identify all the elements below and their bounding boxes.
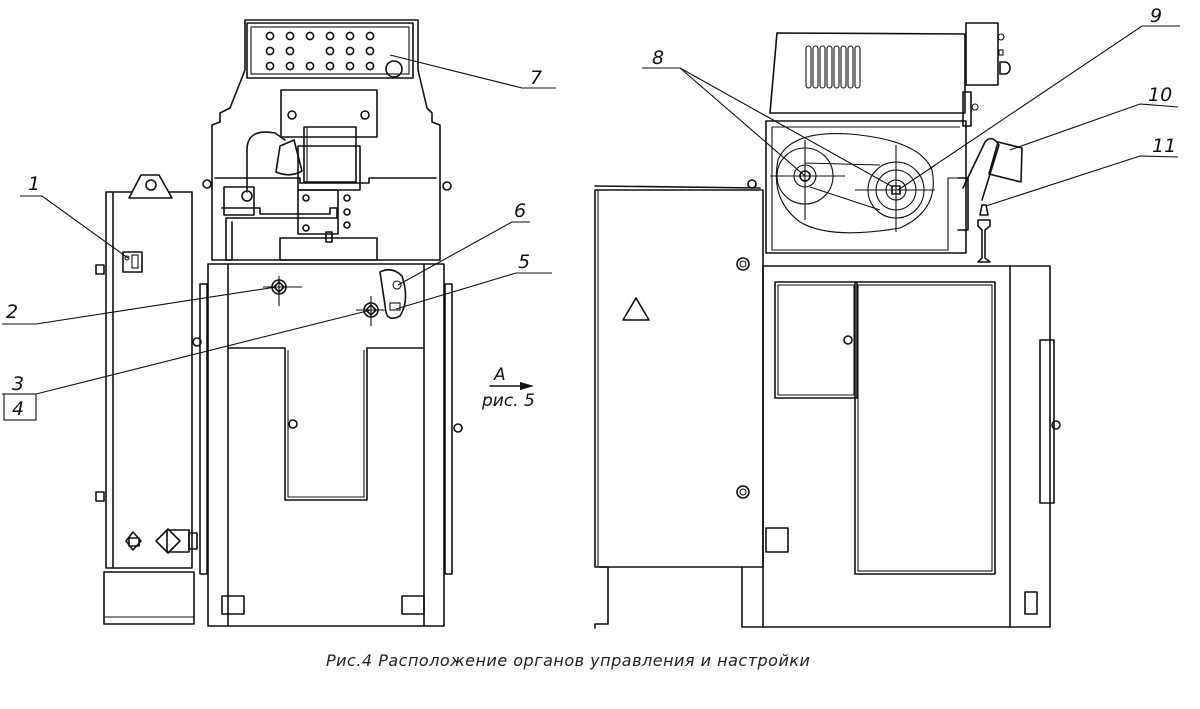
vent-slot [833,45,840,89]
panel-button[interactable] [325,31,335,41]
panel-button[interactable] [365,46,375,56]
panel-button[interactable] [345,46,355,56]
panel-button[interactable] [345,61,355,71]
vent-slot [854,45,861,89]
warning-triangle-icon [622,297,650,321]
callout-2: 2 [6,301,18,323]
handwheel-3-4[interactable] [356,296,385,326]
panel-button[interactable] [265,31,275,41]
panel-button[interactable] [305,61,315,71]
cabinet-lock-upper[interactable] [736,257,750,271]
callout-4: 4 [12,398,24,420]
lifting-eye-icon [145,179,157,191]
panel-button[interactable] [285,31,295,41]
vent-slot [847,45,854,89]
callout-labels: 1 2 3 4 5 6 7 8 9 10 11 А рис. 5 [6,5,1176,420]
fixture-10[interactable] [988,141,1023,183]
panel-button[interactable] [325,61,335,71]
panel-buttons[interactable] [265,31,375,71]
door-handle[interactable] [288,419,298,429]
panel-button[interactable] [285,46,295,56]
side-view [594,22,1061,629]
callout-7: 7 [530,67,542,89]
main-knob[interactable] [385,60,403,78]
stand-11[interactable] [977,204,991,263]
main-body [202,19,452,261]
lamp-icon [275,139,303,176]
view-arrow-icon [520,382,534,390]
vent-slots [805,45,861,89]
vent-slot [819,45,826,89]
callout-9: 9 [1150,5,1162,27]
callout-1: 1 [28,173,40,195]
view-letter: А [493,365,506,385]
lamp-arm [246,131,286,193]
vent-slot [840,45,847,89]
callout-10: 10 [1148,84,1172,106]
motor-housing [769,22,1011,127]
leader-lines [2,25,1180,421]
switch-1[interactable] [122,251,143,273]
lower-cabinet [192,263,463,627]
cabinet-lock-lower[interactable] [736,485,750,499]
panel-button[interactable] [325,46,335,56]
adjust-knob[interactable] [999,61,1011,75]
view-reference: рис. 5 [481,391,535,411]
knob-left-upper[interactable] [95,264,105,275]
panel-button[interactable] [265,61,275,71]
electrical-cabinet [594,179,764,629]
front-view [95,19,463,627]
callout-8: 8 [652,47,664,69]
panel-button[interactable] [345,31,355,41]
handwheel-2[interactable] [263,276,302,306]
control-panel [246,22,414,79]
panel-button[interactable] [365,61,375,71]
door-handle-side[interactable] [843,335,853,345]
panel-button[interactable] [285,61,295,71]
figure-caption: Рис.4 Расположение органов управления и … [326,651,810,670]
callout-3: 3 [12,373,24,395]
belt-guard [765,120,1000,254]
callout-11: 11 [1152,135,1176,157]
knob-left-lower[interactable] [95,491,105,502]
callout-5: 5 [518,251,530,273]
lever-5-6[interactable] [379,268,407,320]
panel-button[interactable] [305,31,315,41]
vent-slot [812,45,819,89]
side-cabinet [95,174,198,625]
vent-slot [826,45,833,89]
panel-button[interactable] [365,31,375,41]
side-lower-body [762,265,1061,628]
panel-button[interactable] [265,46,275,56]
vent-slot [805,45,812,89]
callout-6: 6 [514,200,526,222]
